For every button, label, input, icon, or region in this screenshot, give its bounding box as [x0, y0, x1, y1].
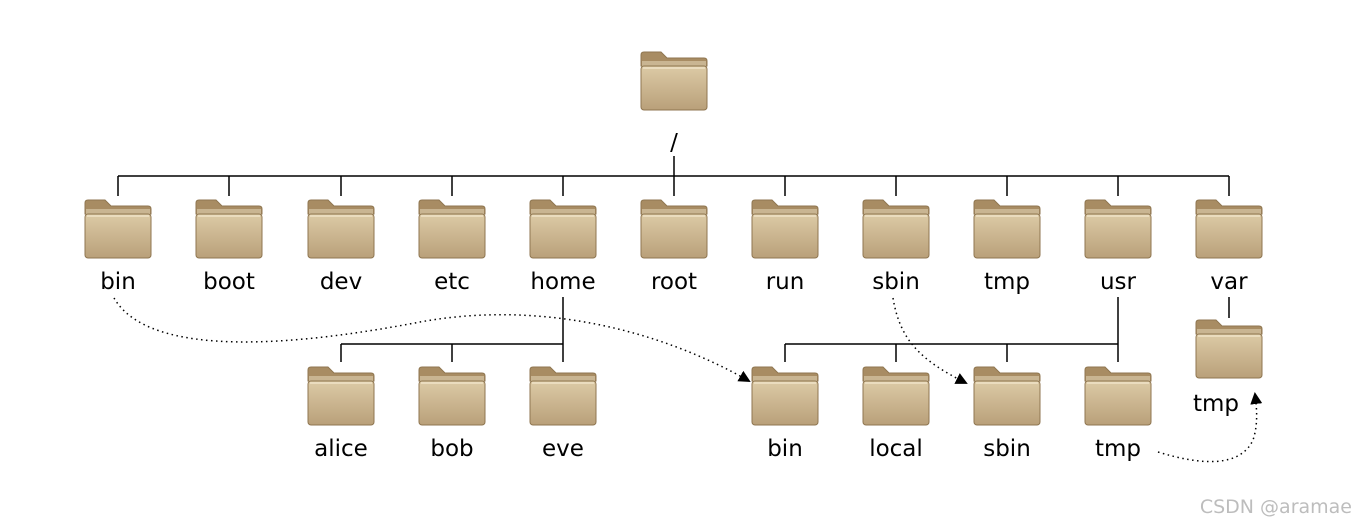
folder-icon	[418, 199, 486, 259]
folder-icon	[195, 199, 263, 259]
folder-label-usr-tmp: tmp	[1095, 436, 1141, 462]
folder-icon	[751, 199, 819, 259]
folder-label-root: root	[651, 269, 697, 295]
folder-icon	[1195, 199, 1263, 259]
folder-label-var-tmp: tmp	[1193, 391, 1239, 417]
folder-icon	[640, 199, 708, 259]
folder-label-etc: etc	[434, 269, 470, 295]
symlink-arrows	[113, 297, 1263, 463]
watermark: CSDN @aramae	[1200, 496, 1352, 518]
folder-label-bin: bin	[100, 269, 136, 295]
symlink-arrow-usr-tmp	[1157, 392, 1263, 463]
folder-icon	[862, 199, 930, 259]
folder-icon	[751, 366, 819, 426]
folder-label-home: home	[530, 269, 595, 295]
folder-label-usr-sbin: sbin	[983, 436, 1031, 462]
folder-icon	[1084, 366, 1152, 426]
folder-icon	[529, 366, 597, 426]
folder-label-alice: alice	[314, 436, 368, 462]
folder-icon	[973, 199, 1041, 259]
folder-label-sbin: sbin	[872, 269, 920, 295]
folder-icon	[529, 199, 597, 259]
folder-icon	[862, 366, 930, 426]
folder-label-usr-local: local	[869, 436, 923, 462]
folder-label-dev: dev	[320, 269, 362, 295]
folder-icon	[307, 199, 375, 259]
folder-labels: / bin boot dev etc home root run sbin tm…	[100, 130, 1248, 462]
folder-icon	[418, 366, 486, 426]
folder-label-run: run	[766, 269, 805, 295]
symlink-arrow-bin	[113, 297, 751, 382]
folder-icons	[84, 51, 1263, 426]
root-label: /	[670, 130, 678, 156]
tree-connectors	[117, 156, 1230, 362]
folder-icon	[973, 366, 1041, 426]
folder-label-boot: boot	[203, 269, 255, 295]
folder-label-usr-bin: bin	[767, 436, 803, 462]
folder-icon	[640, 51, 708, 111]
folder-label-tmp: tmp	[984, 269, 1030, 295]
folder-label-var: var	[1210, 269, 1248, 295]
folder-icon	[1195, 319, 1263, 379]
folder-label-eve: eve	[542, 436, 584, 462]
folder-icon	[307, 366, 375, 426]
folder-label-bob: bob	[430, 436, 473, 462]
folder-icon	[84, 199, 152, 259]
symlink-arrow-sbin	[892, 297, 968, 384]
folder-label-usr: usr	[1100, 269, 1137, 295]
folder-icon	[1084, 199, 1152, 259]
